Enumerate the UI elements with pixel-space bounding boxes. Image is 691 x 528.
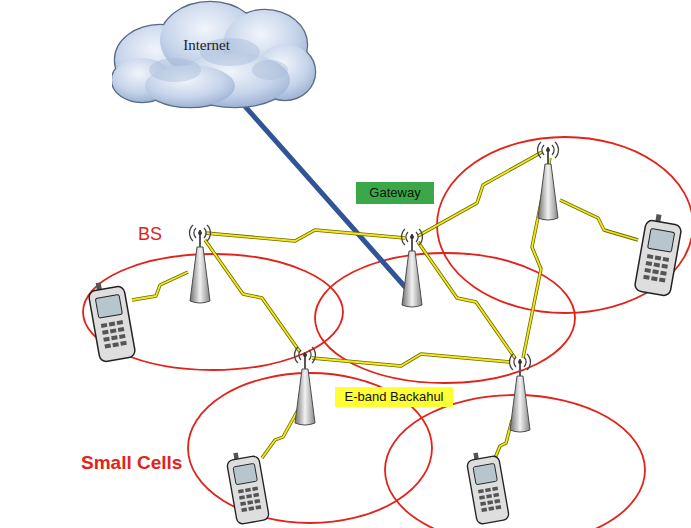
base-station-tower [295,347,316,425]
cloud-shade [252,60,288,80]
node-text: Gateway [368,185,422,201]
wireless-link [132,152,638,458]
cell-ellipse [437,137,691,313]
backhaul-box: E-band Backahul [335,387,453,407]
cloud-outline [112,0,317,110]
mobile-phone [465,449,509,525]
small-cells-label: Small Cells [81,452,182,475]
cell-ellipse [315,253,575,383]
mobile-phone [87,279,136,363]
base-station-tower [510,354,531,432]
cloud-node: Internet [112,0,317,110]
base-station-tower [402,229,423,307]
node-text: Internet [183,36,230,54]
mobile-phone [634,213,683,297]
base-station-tower [190,225,211,303]
gateway-box: Gateway [356,182,434,204]
cloud-shade [149,58,201,82]
bs-label: BS [138,224,162,246]
base-station-tower [538,142,559,220]
wireless-link-shadow [132,152,638,458]
node-text: E-band Backahul [343,389,445,405]
mobile-phone [225,449,269,525]
